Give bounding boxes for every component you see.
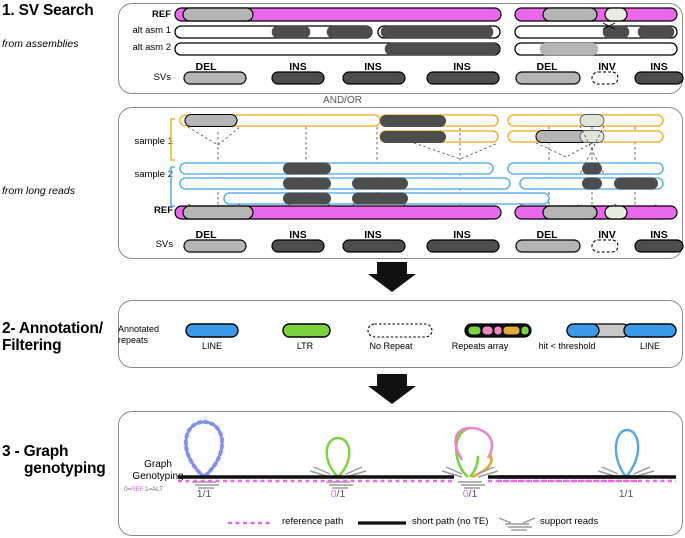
assemblies-tracks (174, 7, 678, 56)
step3-title-line1: 3 - Graph (2, 443, 69, 460)
annotation-label-4: Repeats array (451, 341, 509, 351)
sv-label-lr-7: INS (650, 229, 668, 241)
sv-pills-assemblies (183, 71, 684, 85)
step3-title-line2: genotyping (24, 460, 106, 477)
repeats-array-pill (464, 323, 532, 338)
annotation-label-5: hit < threshold (538, 341, 596, 351)
panel-graph-genotyping (118, 411, 683, 536)
sv-label-asm-3: INS (364, 61, 382, 73)
sv-label-lr-1: DEL (195, 229, 217, 241)
sample1-bracket (170, 118, 175, 161)
sv-label-lr-6: INV (598, 229, 616, 241)
graph-genotyping-line2: Genotyping (132, 471, 184, 482)
support-reads-3 (441, 466, 499, 489)
graph-genotyping-line1: Graph (144, 459, 172, 470)
legend-label-support-reads: support reads (540, 516, 599, 527)
sv-label-asm-6: INV (598, 61, 616, 73)
sv-label-lr-4: INS (453, 229, 471, 241)
hit-threshold-pill (566, 323, 630, 338)
sample1-wedges (187, 126, 593, 160)
legend-label-short-path: short path (no TE) (412, 516, 489, 527)
row-label-ref-lr: REF (154, 205, 173, 216)
step2-title: 2- Annotation/ Filtering (2, 320, 117, 354)
locus-3-graph (441, 426, 499, 489)
row-label-sample-2: sample 2 (134, 169, 173, 180)
sv-label-asm-5: DEL (536, 61, 558, 73)
genotype-key-zero: 0= (124, 486, 132, 493)
row-label-svs-lr: SVs (155, 239, 173, 250)
annotation-label-3: No Repeat (369, 341, 413, 351)
step2-title-line2: Filtering (2, 337, 62, 354)
genotyping-graphs-right (488, 475, 676, 483)
annotated-repeats-line2: repeats (118, 335, 149, 345)
sv-label-lr-5: DEL (536, 229, 558, 241)
sample2-reads (179, 162, 664, 205)
genotype-value-2: 0/1 (330, 488, 346, 500)
sv-label-asm-7: INS (650, 61, 668, 73)
alt-asm-1-track (174, 22, 678, 39)
genotyping-legend-icons (228, 517, 536, 531)
genotyping-graphs (178, 419, 655, 489)
annotation-label-2: LTR (296, 341, 314, 351)
step1-note-longreads: from long reads (2, 185, 75, 197)
down-arrow-2-icon (368, 374, 416, 404)
and-or-connector: AND/OR (323, 95, 362, 106)
ref-track-longreads (174, 205, 678, 220)
row-label-alt-asm-2: alt asm 2 (132, 42, 171, 53)
genotype-value-3: 0/1 (462, 488, 478, 500)
genotype-key: 0=REF 1=ALT (124, 486, 163, 493)
annotation-label-1: LINE (201, 341, 222, 351)
genotype-key-ref: REF (131, 486, 144, 493)
row-label-alt-asm-1: alt asm 1 (132, 25, 171, 36)
sv-pills-longreads (183, 239, 684, 253)
annotation-label-6: LINE (639, 341, 660, 351)
row-label-sample-1: sample 1 (134, 136, 173, 147)
support-reads-icon (498, 517, 536, 531)
sv-label-lr-2: INS (289, 229, 307, 241)
sv-label-lr-3: INS (364, 229, 382, 241)
step1-note-assemblies: from assemblies (2, 38, 79, 50)
step2-title-line1: 2- Annotation/ (2, 320, 103, 337)
step3-title: 3 - Graph genotyping (2, 443, 117, 477)
ref-track-asm (174, 7, 678, 22)
row-label-svs-asm: SVs (153, 72, 171, 83)
longreads-tracks (170, 113, 664, 216)
sv-label-asm-1: DEL (195, 61, 217, 73)
legend-label-reference-path: reference path (282, 516, 344, 527)
row-label-ref-asm: REF (152, 9, 171, 20)
sv-label-asm-2: INS (289, 61, 307, 73)
sample2-bracket (170, 166, 175, 207)
annotated-repeats-label: Annotated repeats (118, 324, 178, 346)
step1-title: 1. SV Search (2, 2, 94, 19)
inversion-cross (579, 125, 605, 175)
graph-genotyping-label: Graph Genotyping (122, 459, 194, 483)
alt-asm-2-track (174, 42, 678, 56)
annotation-pills (185, 323, 677, 338)
down-arrow-1-icon (368, 262, 416, 292)
genotype-value-4: 1/1 (618, 488, 634, 500)
genotype-key-alt: 1=ALT (143, 486, 163, 493)
sv-label-asm-4: INS (453, 61, 471, 73)
genotype-value-1: 1/1 (196, 488, 212, 500)
sample1-reads (179, 113, 664, 144)
annotated-repeats-line1: Annotated (118, 324, 160, 334)
